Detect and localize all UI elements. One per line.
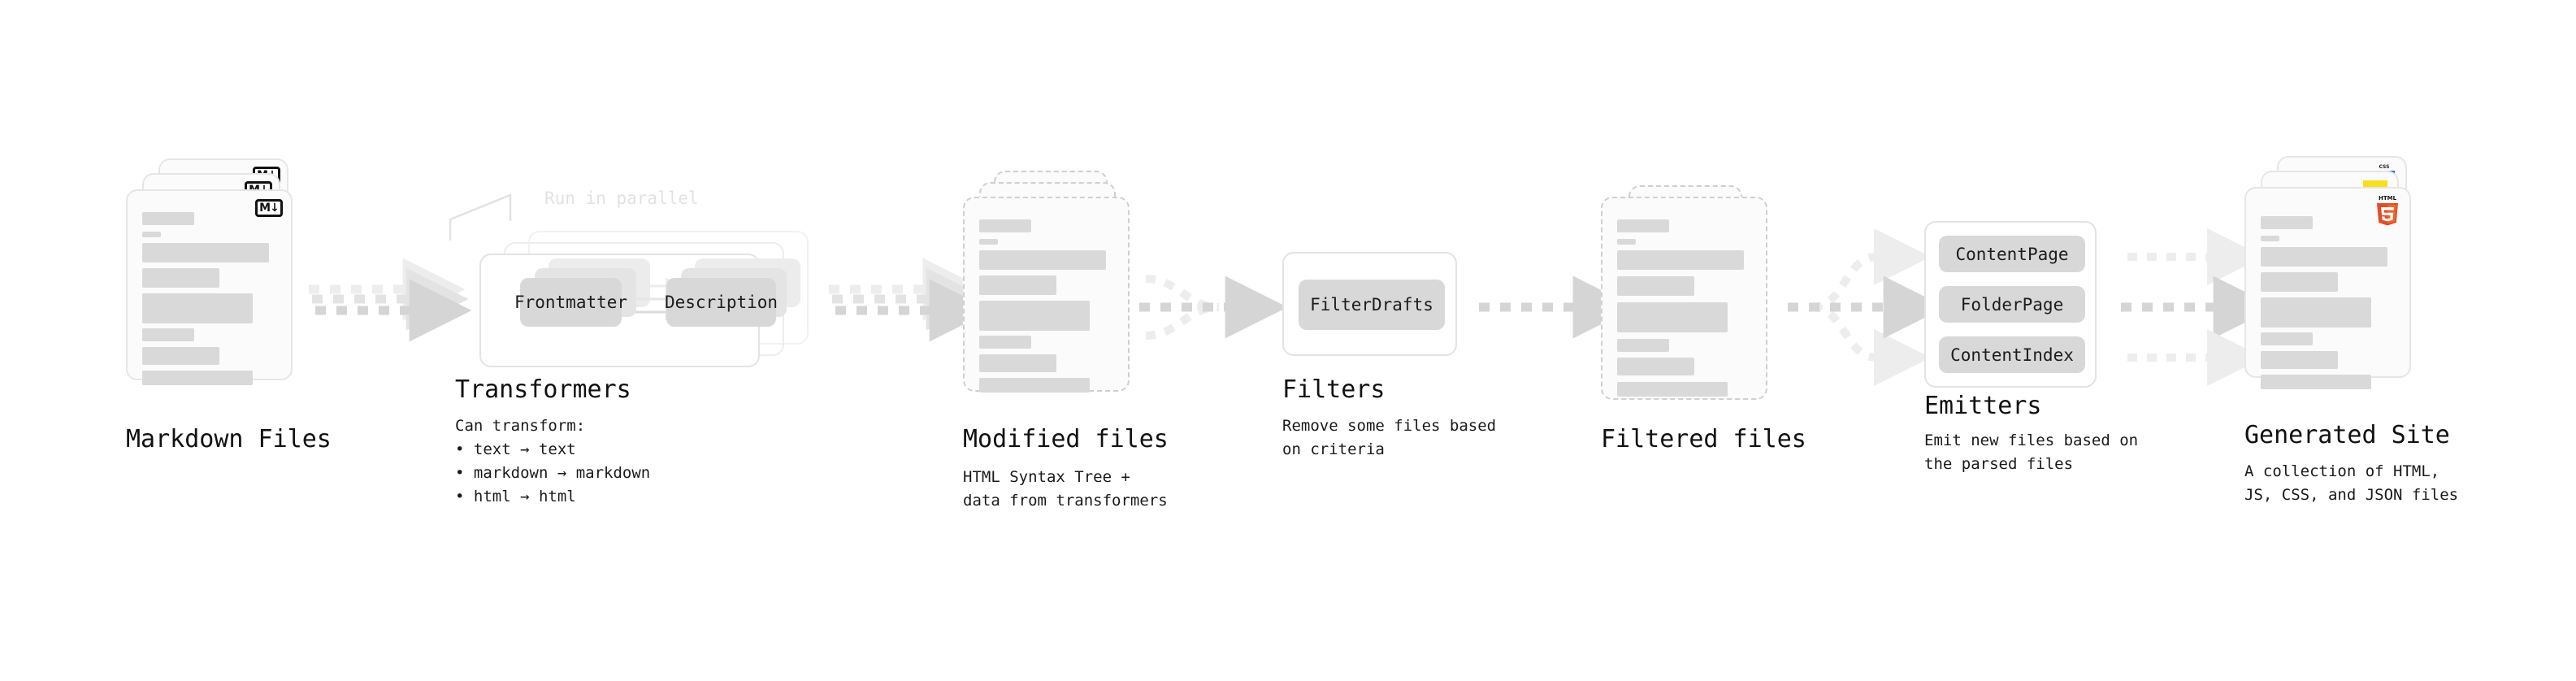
doc-bar [979, 275, 1056, 295]
doc-bar [979, 336, 1031, 349]
doc-bar [2261, 247, 2387, 267]
stage-title-modified-files: Modified files [963, 425, 1169, 453]
doc-bar [142, 268, 219, 288]
doc-bar [2261, 375, 2371, 389]
stage-title-emitters: Emitters [1924, 392, 2042, 420]
css-badge-label: CSS [2379, 164, 2390, 170]
stage-subtitle-transformers: Can transform: • text → text • markdown … [455, 417, 651, 505]
modified-file-front[interactable] [963, 197, 1130, 393]
doc-bar [1617, 302, 1728, 332]
stage-title-filters: Filters [1282, 375, 1386, 404]
doc-bar [1617, 358, 1694, 375]
connector-filtered-to-emitters [1788, 228, 1946, 386]
doc-bar [2261, 216, 2313, 229]
emitter-chip-contentindex[interactable]: ContentIndex [1939, 336, 2085, 373]
doc-bar [979, 301, 1090, 331]
run-in-parallel-bracket [449, 193, 512, 241]
doc-bar [1617, 276, 1694, 296]
stage-title-filtered-files: Filtered files [1601, 425, 1806, 453]
stage-title-transformers: Transformers [455, 375, 631, 404]
transformer-chip-description[interactable]: Description [665, 278, 778, 327]
filtered-file-front[interactable] [1601, 197, 1767, 400]
stage-subtitle-filters: Remove some files based on criteria [1282, 417, 1497, 458]
stage-title-markdown-files: Markdown Files [126, 425, 332, 453]
doc-bar [1617, 250, 1744, 270]
stage-title-generated-site: Generated Site [2244, 421, 2450, 449]
doc-bar [979, 239, 998, 245]
connector-modified-to-filters [1139, 275, 1288, 340]
svg-text:HTML: HTML [2379, 195, 2397, 202]
doc-bar [142, 293, 253, 323]
doc-bar [1617, 339, 1669, 352]
markdown-badge-icon: M↓ [255, 199, 283, 217]
filters-group[interactable]: FilterDrafts [1282, 252, 1457, 356]
transformer-chip-frontmatter[interactable]: Frontmatter [514, 278, 627, 327]
stage-subtitle-generated-site: A collection of HTML, JS, CSS, and JSON … [2244, 462, 2459, 504]
doc-bar [979, 250, 1106, 270]
doc-bar [979, 378, 1090, 393]
doc-bar [142, 232, 161, 237]
doc-bar [1617, 219, 1669, 232]
connector-transformers-to-modified [829, 258, 992, 342]
doc-bar [979, 354, 1056, 372]
connector-emitters-to-site [2121, 228, 2276, 386]
stage-subtitle-modified-files: HTML Syntax Tree + data from transformer… [963, 468, 1168, 510]
site-file-html[interactable]: HTML [2244, 187, 2411, 389]
html5-icon: HTML [2377, 195, 2398, 226]
doc-bar [142, 328, 194, 341]
emitter-chip-contentpage[interactable]: ContentPage [1939, 236, 2085, 272]
doc-bar [142, 371, 253, 385]
doc-bar [2261, 297, 2371, 327]
filter-chip-filterdrafts[interactable]: FilterDrafts [1299, 280, 1445, 330]
connector-markdown-to-transformers [309, 258, 472, 342]
emitters-group[interactable]: ContentPage FolderPage ContentIndex [1924, 221, 2097, 388]
doc-bar [979, 219, 1031, 232]
markdown-file-front[interactable]: M↓ [126, 189, 293, 385]
doc-bar [142, 347, 219, 365]
transformer-inner-arrows [635, 277, 683, 321]
doc-bar [142, 212, 194, 225]
doc-bar [1617, 382, 1728, 397]
stage-subtitle-emitters: Emit new files based on the parsed files [1924, 432, 2139, 473]
doc-bar [2261, 272, 2338, 292]
doc-bar [2261, 236, 2279, 241]
doc-bar [142, 243, 269, 262]
doc-bar [2261, 332, 2313, 345]
doc-bar [1617, 239, 1636, 245]
doc-bar [2261, 351, 2338, 369]
run-in-parallel-label: Run in parallel [544, 189, 699, 208]
emitter-chip-folderpage[interactable]: FolderPage [1939, 286, 2085, 323]
